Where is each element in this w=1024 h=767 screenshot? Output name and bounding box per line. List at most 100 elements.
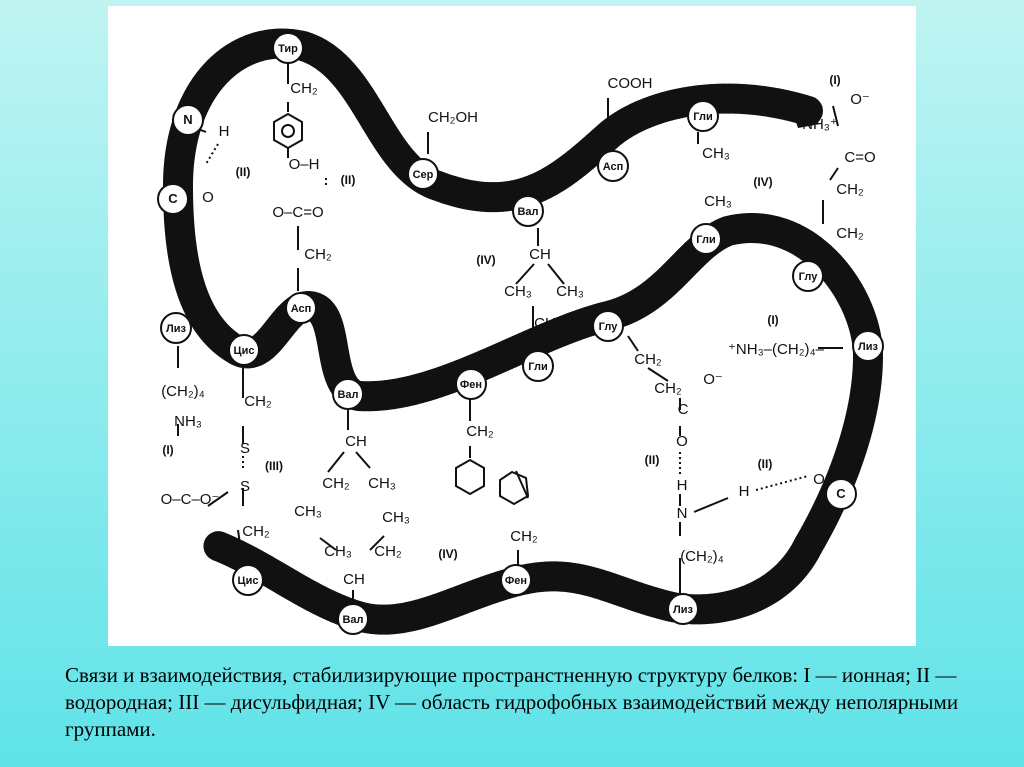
residue-label: Вал [517,206,538,218]
chem-label-i-mid: (I) [767,313,778,327]
residue-gli-top: Гли [687,100,719,132]
residue-fen-mid: Фен [455,368,487,400]
residue-label: Вал [337,389,358,401]
residue-circle [667,593,699,625]
residue-label: Лиз [166,323,186,335]
residue-liz-left: Лиз [160,312,192,344]
residue-circle [592,310,624,342]
residue-label: N [183,112,192,127]
chem-label-coo-left: O–C–O⁻ [161,491,220,508]
residue-label: C [836,486,846,501]
residue-label: Глу [599,321,619,333]
chem-label-ch2oh: CH₂OH [428,109,478,126]
residue-circle [690,223,722,255]
residue-cis-top: Цис [228,334,260,366]
residue-circle [172,104,204,136]
residue-val-lower: Вал [332,378,364,410]
residue-label: C [168,191,178,206]
residue-circle [407,158,439,190]
chem-label-iv-1: (IV) [753,175,772,189]
chem-label-c-top: C=O [844,149,875,166]
chem-label-ch2-asptop: CH₂ [612,113,640,130]
chem-label-ch2-vb: CH₂ [374,543,402,560]
chem-label-o-glu2: O [676,433,688,450]
chem-label-ii-3: (II) [645,453,660,467]
chem-label-ch2-top1: CH₂ [836,181,864,198]
chem-label-ii-4: (II) [758,457,773,471]
residue-ser: Сер [407,158,439,190]
residue-asp-left: Асп [285,292,317,324]
residue-label: Асп [291,303,312,315]
chem-label-nh3-chain: ⁺NH₃–(CH₂)₄– [728,341,825,358]
residue-circle [792,260,824,292]
residue-val-mid: Вал [512,195,544,227]
residue-label: Сер [413,169,434,181]
residue-label: Вал [342,614,363,626]
chem-label-o-top: O⁻ [850,91,870,108]
chem-label-ch2-glu1: CH₂ [634,351,662,368]
chem-label-ch2-asp: CH₂ [304,246,332,263]
residue-label: Лиз [673,604,693,616]
chem-label-i-left: (I) [162,443,173,457]
residue-liz-right: Лиз [852,330,884,362]
chem-label-ch3-glimid: CH₃ [534,315,562,332]
residue-circle [160,312,192,344]
residue-circle [332,378,364,410]
chem-label-n-liz: N [677,505,688,522]
residue-label: Гли [528,361,547,373]
chem-label-nh3-top: NH₃⁺ [802,116,838,133]
chem-label-coo-asp: O–C=O [272,204,323,221]
chem-label-ch3-vallow2: CH₃ [294,503,322,520]
chem-label-s1: S [240,440,250,457]
residue-markers: ТирNCСерАспГлиВалАспЛизЦисГлиГлуЛизГлуГл… [157,32,884,635]
chem-label-ii-2: (II) [341,173,356,187]
residue-circle [455,368,487,400]
chem-label-ch2-tir: CH₂ [290,80,318,97]
residue-c-left: C [157,183,189,215]
chem-label-ch3-vallow1: CH₃ [368,475,396,492]
residue-tir: Тир [272,32,304,64]
figure-caption: Связи и взаимодействия, стабилизирующие … [65,663,959,741]
protein-structure-diagram: ТирNCСерАспГлиВалАспЛизЦисГлиГлуЛизГлуГл… [157,28,884,635]
residue-glu-right: Глу [592,310,624,342]
residue-circle [500,564,532,596]
chem-label-c-glu: C [678,401,689,418]
residue-c-right: C [825,478,857,510]
residue-gli-right: Гли [690,223,722,255]
residue-liz-bot: Лиз [667,593,699,625]
residue-label: Глу [799,271,819,283]
chem-label-ch2-fen: CH₂ [466,423,494,440]
residue-circle [157,183,189,215]
chem-label-iii: (III) [265,459,283,473]
residue-label: Цис [234,345,255,357]
residue-circle [597,150,629,182]
residue-circle [337,603,369,635]
residue-gli-mid: Гли [522,350,554,382]
residue-circle [272,32,304,64]
chem-label-oh-tir: O–H [289,156,320,173]
residue-circle [687,100,719,132]
chem-label-ch3-val-b: CH₃ [556,283,584,300]
residue-circle [512,195,544,227]
residue-n: N [172,104,204,136]
side-chain-bonds [177,56,843,606]
chem-label-ii-1: (II) [236,165,251,179]
residue-label: Фен [505,575,527,587]
chem-label-h-c: H [739,483,750,500]
chem-label-o-glu: O⁻ [703,371,723,388]
chem-label-ch-vallow: CH [345,433,367,450]
chem-label-h-n: H [219,123,230,140]
chem-label-cooh: COOH [608,75,653,92]
chem-label-o-cright: O [813,471,825,488]
residue-cis-bot: Цис [232,564,264,596]
residue-label: Асп [603,161,624,173]
residue-glu-mid: Глу [792,260,824,292]
residue-circle [825,478,857,510]
residue-label: Гли [693,111,712,123]
residue-label: Тир [278,43,298,55]
chemical-labels: CH₂O–H(II)(II)HOO–C=OCH₂CH₂OHCOOHCH₂CH₃(… [161,73,876,588]
chem-label-ch3-gli: CH₃ [702,145,730,162]
residue-circle [285,292,317,324]
chem-label-ch2-cis2: CH₂ [242,523,270,540]
